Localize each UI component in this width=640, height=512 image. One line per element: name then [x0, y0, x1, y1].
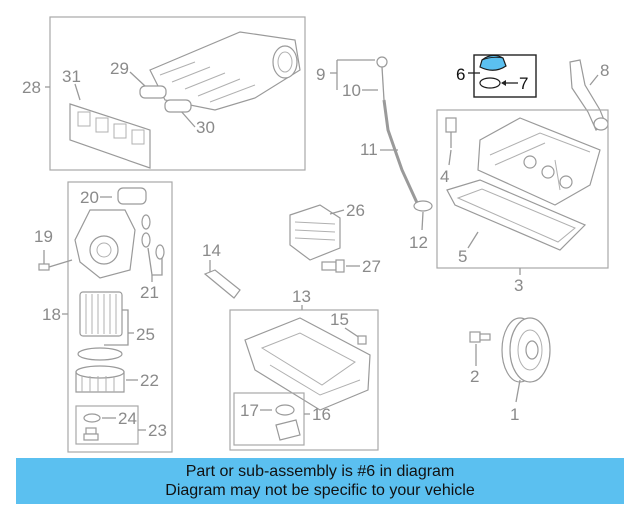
callout-4[interactable]: 4: [440, 167, 449, 186]
gasket-29: [139, 85, 167, 99]
drain-seal: [83, 413, 101, 423]
callout-19[interactable]: 19: [34, 227, 53, 246]
breather-hose: [569, 59, 609, 131]
sub-part-16: [275, 419, 301, 441]
callout-17[interactable]: 17: [240, 401, 259, 420]
pan-sub-box: [233, 392, 305, 446]
callout-28[interactable]: 28: [22, 78, 41, 97]
pan-drain-bolt: [357, 335, 367, 345]
callout-31[interactable]: 31: [62, 67, 81, 86]
callout-22[interactable]: 22: [140, 371, 159, 390]
oil-filter-group-box: [67, 181, 173, 453]
callout-3[interactable]: 3: [514, 276, 523, 295]
callout-5[interactable]: 5: [458, 247, 467, 266]
dipstick: [376, 56, 420, 206]
callout-18[interactable]: 18: [42, 305, 61, 324]
sub-seal-17: [275, 404, 295, 416]
callout-13[interactable]: 13: [292, 287, 311, 306]
filter-o-ring: [77, 347, 123, 361]
intake-manifold: [149, 31, 301, 111]
dipstick-tube-seal: [413, 200, 433, 212]
manifold-gasket-31: [69, 103, 151, 169]
callout-1[interactable]: 1: [510, 405, 519, 424]
callout-2[interactable]: 2: [470, 367, 479, 386]
valve-cover-group-box: [436, 109, 609, 269]
callout-12[interactable]: 12: [409, 233, 428, 252]
drain-plug: [83, 427, 99, 441]
banner-line-1: Part or sub-assembly is #6 in diagram: [185, 463, 455, 480]
oil-filler-cap-part-6[interactable]: [479, 54, 507, 71]
valve-cover-gasket: [446, 179, 587, 251]
bolt-2: [469, 331, 491, 343]
callout-14[interactable]: 14: [202, 241, 221, 260]
drain-plug-box: [75, 405, 139, 445]
oil-cooler: [289, 204, 341, 261]
cylinder-head-cover: [477, 117, 601, 206]
callout-7[interactable]: 7: [519, 74, 528, 93]
callout-27[interactable]: 27: [362, 257, 381, 276]
bracket-14: [203, 269, 241, 299]
callout-8[interactable]: 8: [600, 61, 609, 80]
gasket-20: [117, 187, 147, 205]
callout-20[interactable]: 20: [80, 188, 99, 207]
oil-cap-box: [473, 54, 537, 98]
callout-25[interactable]: 25: [136, 325, 155, 344]
pcv-valve: [445, 117, 457, 148]
callout-11[interactable]: 11: [360, 140, 378, 159]
oil-filter-housing: [74, 209, 136, 279]
oil-pan: [244, 317, 371, 411]
oil-cooler-bolt: [321, 259, 345, 273]
banner-line-2: Diagram may not be specific to your vehi…: [165, 482, 475, 499]
callout-10[interactable]: 10: [342, 81, 361, 100]
oil-filter-element: [79, 291, 123, 337]
gasket-30: [164, 99, 192, 113]
callout-9[interactable]: 9: [316, 65, 325, 84]
housing-bolt: [38, 250, 73, 271]
small-seals-21: [141, 214, 165, 260]
callout-15[interactable]: 15: [330, 310, 349, 329]
callout-30[interactable]: 30: [196, 118, 215, 137]
crankshaft-pulley: [501, 317, 551, 383]
parts-diagram: 28 31 29 30 9 10 11 12 6: [22, 16, 609, 453]
callout-23[interactable]: 23: [148, 421, 167, 440]
callout-21[interactable]: 21: [140, 283, 159, 302]
callout-29[interactable]: 29: [110, 59, 129, 78]
oil-pan-group-box: [229, 309, 379, 451]
callout-16[interactable]: 16: [312, 405, 331, 424]
callout-6[interactable]: 6: [456, 65, 465, 84]
callout-26[interactable]: 26: [346, 201, 365, 220]
info-banner: Part or sub-assembly is #6 in diagram Di…: [16, 458, 624, 504]
callout-24[interactable]: 24: [118, 409, 137, 428]
oil-filter-cap: [75, 365, 125, 393]
intake-manifold-group-box: [49, 16, 306, 171]
oil-cap-seal-part-7: [479, 77, 501, 89]
